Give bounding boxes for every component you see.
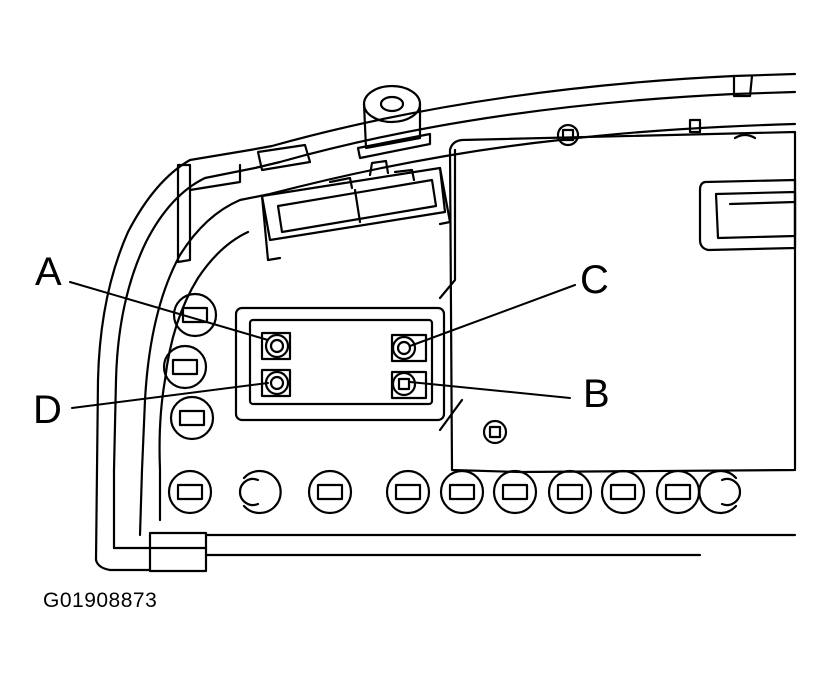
figure-code: G01908873 xyxy=(43,589,158,612)
bulb-socket xyxy=(492,469,538,515)
switch-b xyxy=(390,370,428,400)
circuit-board xyxy=(438,130,797,474)
leader-line-c xyxy=(409,284,576,347)
bottom-connector xyxy=(148,531,208,573)
callout-c: C xyxy=(580,258,609,302)
bulb-socket xyxy=(547,469,593,515)
bulb-socket xyxy=(439,469,485,515)
top-mount-post xyxy=(356,84,432,160)
bulb-socket-c-type xyxy=(698,469,742,515)
leader-lines xyxy=(69,281,576,409)
bulb-socket xyxy=(600,469,646,515)
bulb-socket xyxy=(655,469,701,515)
callout-d: D xyxy=(33,388,62,432)
leader-line-d xyxy=(71,382,269,409)
bulb-socket xyxy=(307,469,353,515)
leader-line-a xyxy=(69,281,269,341)
bulb-socket-c-type xyxy=(238,469,282,515)
bulb-socket xyxy=(385,469,431,515)
bulb-socket xyxy=(162,344,208,390)
leader-line-b xyxy=(409,381,571,399)
frame-screw-lower xyxy=(482,419,508,445)
callout-b: B xyxy=(583,372,610,416)
bulb-socket xyxy=(167,469,213,515)
frame-screw-top xyxy=(556,123,580,147)
top-connector xyxy=(260,159,452,262)
housing-outline xyxy=(94,72,797,572)
callout-a: A xyxy=(35,250,62,294)
bulb-socket xyxy=(169,395,215,441)
switch-c xyxy=(390,333,428,363)
switch-panel xyxy=(234,306,446,422)
switch-a xyxy=(260,331,292,361)
